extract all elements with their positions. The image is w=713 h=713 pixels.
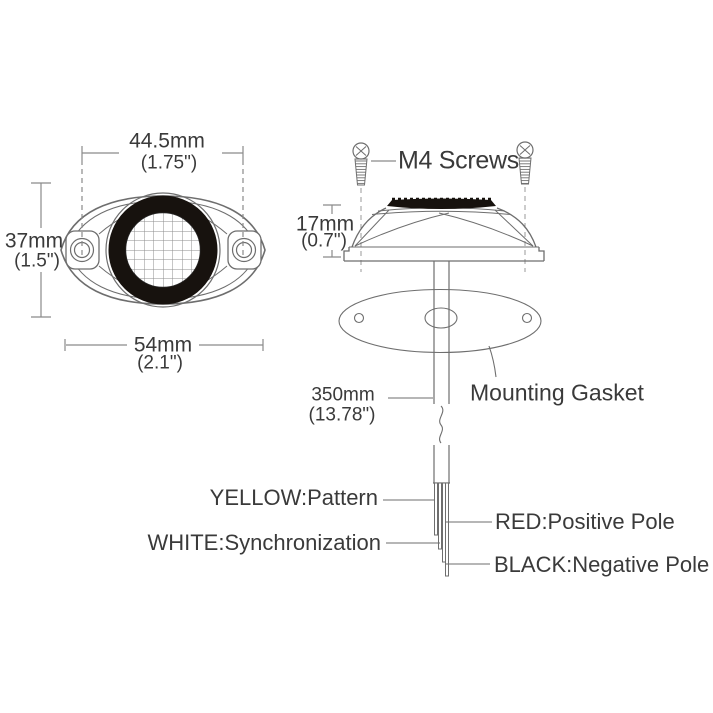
screw-left — [352, 142, 370, 186]
wire-leaders — [383, 499, 492, 565]
m4-screws-label: M4 Screws — [398, 146, 519, 175]
dim-hole-spacing-mm: 44.5mm — [129, 129, 205, 153]
white-wire-label: WHITE:Synchronization — [147, 530, 381, 555]
dim-height-37 — [31, 182, 51, 318]
dim-side-height-mm: 17mm — [295, 212, 355, 236]
right-mount-ear — [227, 230, 262, 270]
lens-ring — [108, 195, 218, 305]
black-wire-label: BLACK:Negative Pole — [494, 552, 710, 577]
dim-hole-spacing-in: (1.75") — [140, 152, 198, 174]
cable — [433, 261, 450, 484]
leader-gasket — [488, 345, 497, 378]
cable-break — [439, 405, 444, 444]
dim-hole-spacing — [81, 146, 244, 255]
dim-height-mm: 37mm — [4, 229, 64, 253]
mounting-gasket-label: Mounting Gasket — [470, 379, 644, 406]
dim-side-height-in: (0.7") — [301, 230, 347, 252]
lens-bezel — [105, 192, 221, 308]
red-wire-label: RED:Positive Pole — [495, 509, 675, 534]
side-lens-band — [387, 198, 496, 209]
cable-length-mm: 350mm — [311, 384, 375, 406]
front-view-drawing — [60, 192, 266, 308]
dim-height-17 — [323, 204, 341, 258]
wire-bundle — [434, 482, 449, 577]
gasket-drawing — [338, 288, 542, 378]
front-body-outline — [60, 195, 266, 305]
cable-length-in: (13.78") — [308, 404, 376, 426]
dim-height-in: (1.5") — [14, 250, 60, 272]
dim-width-mm: 54mm — [133, 333, 193, 357]
dim-width-in: (2.1") — [137, 352, 183, 374]
screw-right — [516, 141, 534, 185]
yellow-wire-label: YELLOW:Pattern — [209, 485, 378, 510]
side-view-drawing — [323, 141, 545, 577]
dim-width-54 — [64, 339, 264, 351]
side-body — [343, 197, 545, 262]
lens-mesh — [124, 211, 202, 289]
right-screw-hole — [235, 241, 253, 259]
